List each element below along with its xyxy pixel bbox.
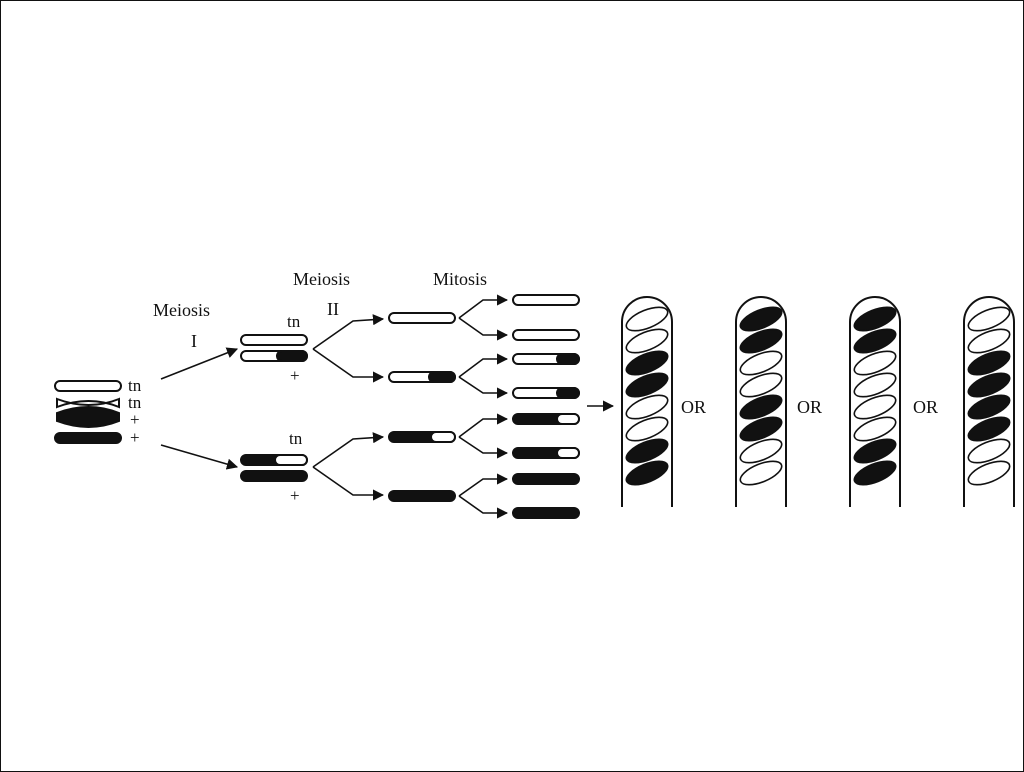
ascospore-black bbox=[625, 438, 669, 464]
ascus-3 bbox=[849, 296, 901, 507]
chromatid-lower-b bbox=[240, 470, 308, 482]
ascus-2 bbox=[735, 296, 787, 507]
ascospore-white bbox=[967, 328, 1011, 354]
ascospore-black bbox=[967, 416, 1011, 442]
ascospore-black bbox=[853, 328, 897, 354]
meiosis-i-arrow-lower bbox=[160, 444, 239, 470]
ascospore-black bbox=[739, 394, 783, 420]
or-label-3: OR bbox=[913, 397, 938, 417]
parent-tetrad: tn tn + + bbox=[54, 376, 142, 447]
ascospore-black bbox=[853, 438, 897, 464]
meiosis-ii-numeral: II bbox=[327, 299, 339, 319]
chromatid-upper-b-black bbox=[276, 350, 308, 362]
spore-2 bbox=[512, 329, 580, 341]
m2-chromatid-3-white bbox=[430, 431, 456, 443]
upper-bottom-allele: + bbox=[290, 366, 300, 385]
parent-allele-4: + bbox=[130, 428, 140, 447]
ascospore-black bbox=[739, 306, 783, 332]
upper-top-allele: tn bbox=[287, 312, 301, 331]
lower-bottom-allele: + bbox=[290, 486, 300, 505]
ascospore-white bbox=[853, 416, 897, 442]
ascospore-white bbox=[967, 460, 1011, 486]
ascospore-white bbox=[625, 328, 669, 354]
chromatid-plus-2 bbox=[54, 432, 122, 444]
or-label-1: OR bbox=[681, 397, 706, 417]
chromatid-lower-a-white bbox=[274, 454, 308, 466]
meiosis-i-title: Meiosis bbox=[153, 300, 210, 320]
meiosis-i-product-upper: tn + bbox=[240, 312, 308, 385]
spore-1 bbox=[512, 294, 580, 306]
meiosis-i-product-lower: tn + bbox=[240, 429, 308, 505]
chromatid-tn-2 bbox=[56, 397, 120, 409]
ascospore-white bbox=[967, 438, 1011, 464]
mitosis-title: Mitosis bbox=[433, 269, 487, 289]
ascospore-black bbox=[853, 460, 897, 486]
m2-chromatid-4 bbox=[388, 490, 456, 502]
meiosis-ii-title: Meiosis bbox=[293, 269, 350, 289]
ascospore-black bbox=[853, 306, 897, 332]
ascospore-white bbox=[739, 460, 783, 486]
parent-allele-2: tn bbox=[128, 393, 142, 412]
meiosis-ii-products bbox=[388, 312, 456, 502]
ascospore-white bbox=[853, 372, 897, 398]
ascospore-white bbox=[625, 394, 669, 420]
ascospore-black bbox=[625, 372, 669, 398]
ascospore-white bbox=[625, 416, 669, 442]
ascospore-white bbox=[853, 350, 897, 376]
ascospore-black bbox=[625, 350, 669, 376]
m2-chromatid-2-black bbox=[428, 371, 456, 383]
mitosis-products bbox=[512, 294, 580, 519]
chromatid-tn-1 bbox=[54, 380, 122, 392]
ascospore-black bbox=[625, 460, 669, 486]
ascospore-white bbox=[853, 394, 897, 420]
parent-allele-3: + bbox=[130, 410, 140, 429]
ascospore-white bbox=[739, 372, 783, 398]
ascospore-black bbox=[739, 416, 783, 442]
chromatid-upper-a bbox=[240, 334, 308, 346]
lower-top-allele: tn bbox=[289, 429, 303, 448]
spore-7 bbox=[512, 473, 580, 485]
ascospore-black bbox=[739, 328, 783, 354]
meiosis-i-numeral: I bbox=[191, 331, 197, 351]
meiosis-i-arrow-upper bbox=[160, 347, 239, 380]
ascus-1 bbox=[621, 296, 673, 507]
ascospore-black bbox=[967, 350, 1011, 376]
ascospore-black bbox=[967, 372, 1011, 398]
m2-chromatid-1 bbox=[388, 312, 456, 324]
mitosis-branches bbox=[458, 294, 509, 519]
ascospore-white bbox=[739, 438, 783, 464]
meiosis-ii-branches bbox=[312, 314, 385, 501]
ascospore-white bbox=[625, 306, 669, 332]
ascospore-black bbox=[967, 394, 1011, 420]
or-label-2: OR bbox=[797, 397, 822, 417]
chromatid-plus-1 bbox=[56, 406, 120, 428]
asci-group bbox=[621, 296, 1015, 507]
ascospore-white bbox=[739, 350, 783, 376]
parent-allele-1: tn bbox=[128, 376, 142, 395]
spore-8 bbox=[512, 507, 580, 519]
ascospore-white bbox=[967, 306, 1011, 332]
ascus-4 bbox=[963, 296, 1015, 507]
